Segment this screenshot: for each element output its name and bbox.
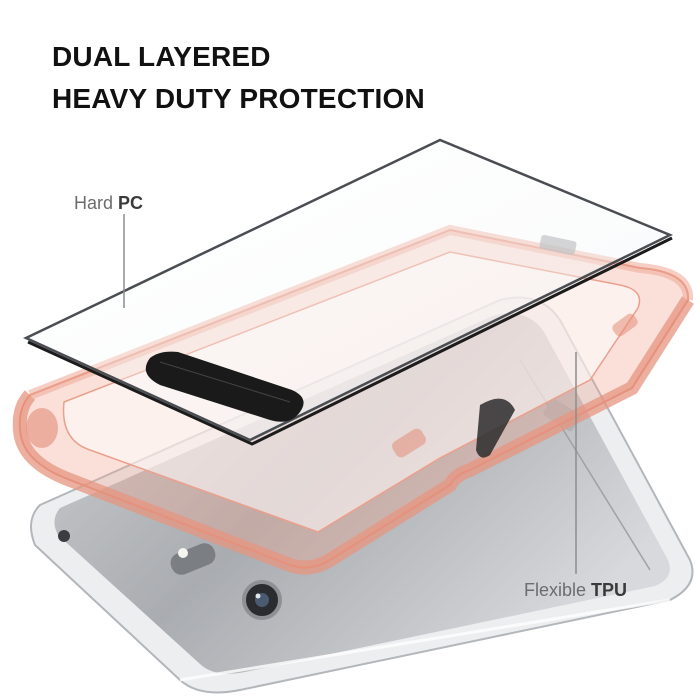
phone-edge-highlight <box>179 598 671 682</box>
flash-icon <box>170 543 216 575</box>
callout-flexible-tpu-prefix: Flexible <box>524 580 592 600</box>
headline: DUAL LAYERED HEAVY DUTY PROTECTION <box>52 36 425 120</box>
callout-hard-pc-prefix: Hard <box>74 193 119 213</box>
headline-line-2: HEAVY DUTY PROTECTION <box>52 83 425 114</box>
callout-hard-pc: Hard PC <box>74 193 143 214</box>
callout-hard-pc-emphasis: PC <box>118 193 144 213</box>
callout-flexible-tpu-emphasis: TPU <box>591 580 628 600</box>
headline-line-1: DUAL LAYERED <box>52 41 271 72</box>
headphone-jack-icon <box>58 530 70 542</box>
hard-pc-plate <box>23 138 674 446</box>
callout-flexible-tpu: Flexible TPU <box>524 580 627 601</box>
camera-cutout <box>145 351 304 422</box>
tpu-bumper <box>12 224 694 575</box>
